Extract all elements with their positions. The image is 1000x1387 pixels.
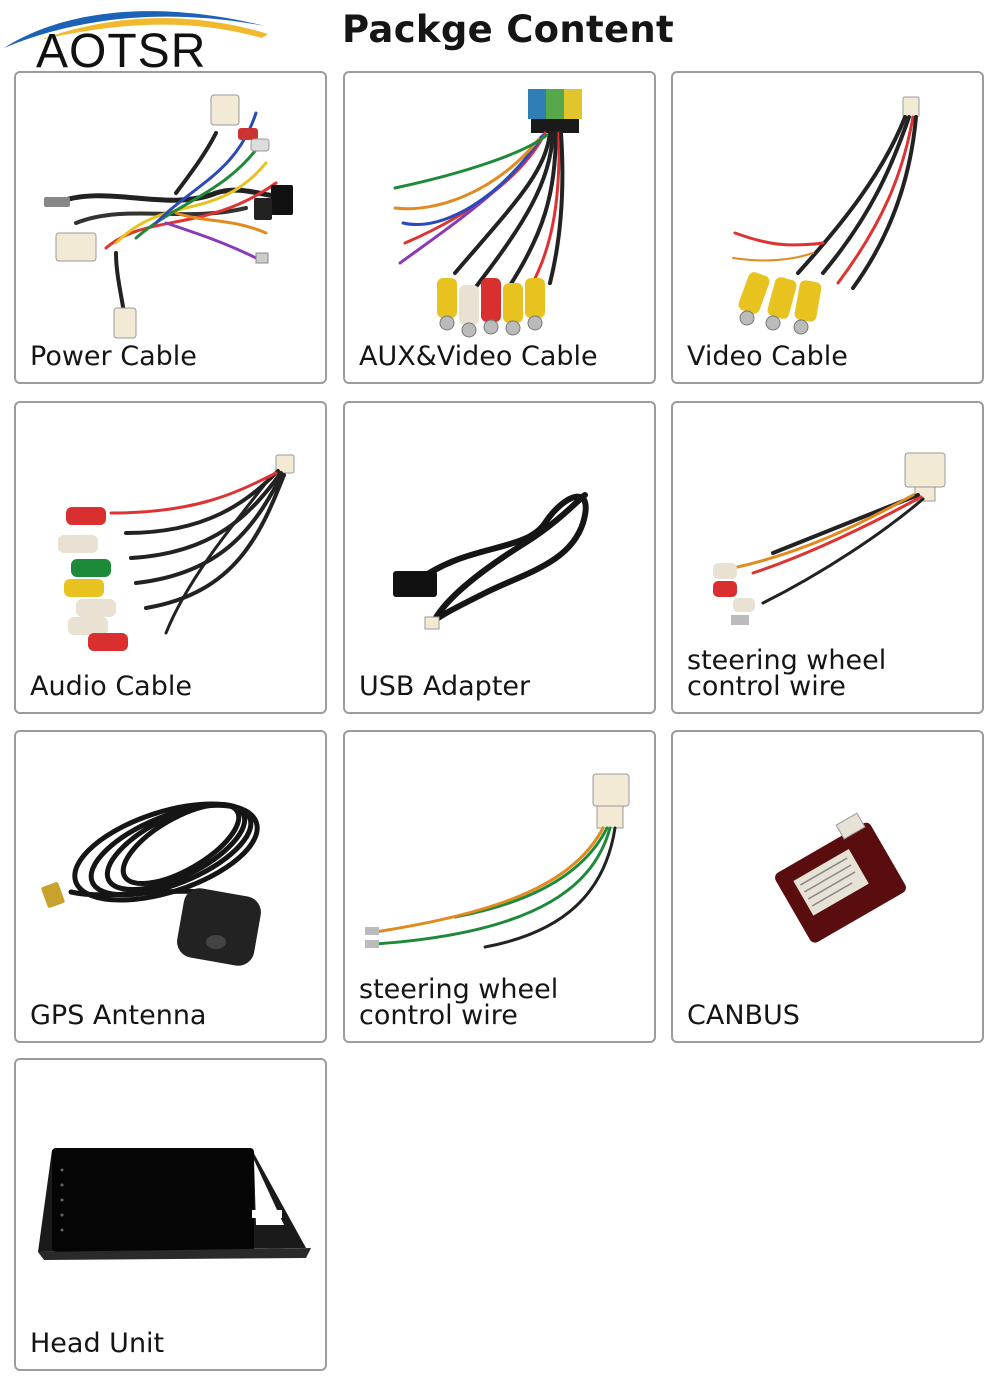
item-card-steering-wheel-wire: steering wheel control wire <box>671 401 984 714</box>
item-card-power-cable: Power Cable <box>14 71 327 384</box>
head-unit-icon <box>38 1148 311 1260</box>
item-card-audio-cable: Audio Cable <box>14 401 327 714</box>
item-card-steering-wheel-wire-2: steering wheel control wire <box>343 730 656 1043</box>
logo-swoosh-icon <box>4 11 268 48</box>
power-cable-icon <box>44 94 293 339</box>
canbus-box-icon <box>775 812 906 943</box>
gps-antenna-icon <box>41 801 261 966</box>
video-cable-icon <box>732 96 920 335</box>
item-label: USB Adapter <box>359 671 531 702</box>
item-label: CANBUS <box>687 1000 800 1031</box>
steering-wheel-wire-2-icon <box>365 773 630 949</box>
item-card-gps-antenna: GPS Antenna <box>14 730 327 1043</box>
item-label: GPS Antenna <box>30 1000 207 1031</box>
item-label: AUX&Video Cable <box>359 341 598 372</box>
logo-text: AOTSR <box>36 25 207 78</box>
item-card-aux-video-cable: AUX&Video Cable <box>343 71 656 384</box>
steering-wheel-wire-icon <box>713 452 946 625</box>
item-card-canbus: CANBUS <box>671 730 984 1043</box>
item-card-usb-adapter: USB Adapter <box>343 401 656 714</box>
audio-cable-icon <box>58 454 295 651</box>
page-title: Packge Content <box>342 8 675 51</box>
item-card-video-cable: Video Cable <box>671 71 984 384</box>
aux-video-cable-icon <box>393 89 582 338</box>
item-label: Video Cable <box>687 341 848 372</box>
item-label: Head Unit <box>30 1328 165 1359</box>
item-card-head-unit: Head Unit <box>14 1058 327 1371</box>
item-label: steering wheel control wire <box>359 974 559 1031</box>
item-label: steering wheel control wire <box>687 645 887 702</box>
brand-logo: AOTSR <box>0 0 280 80</box>
item-label: Audio Cable <box>30 671 192 702</box>
item-label: Power Cable <box>30 341 197 372</box>
usb-cable-icon <box>393 492 589 630</box>
